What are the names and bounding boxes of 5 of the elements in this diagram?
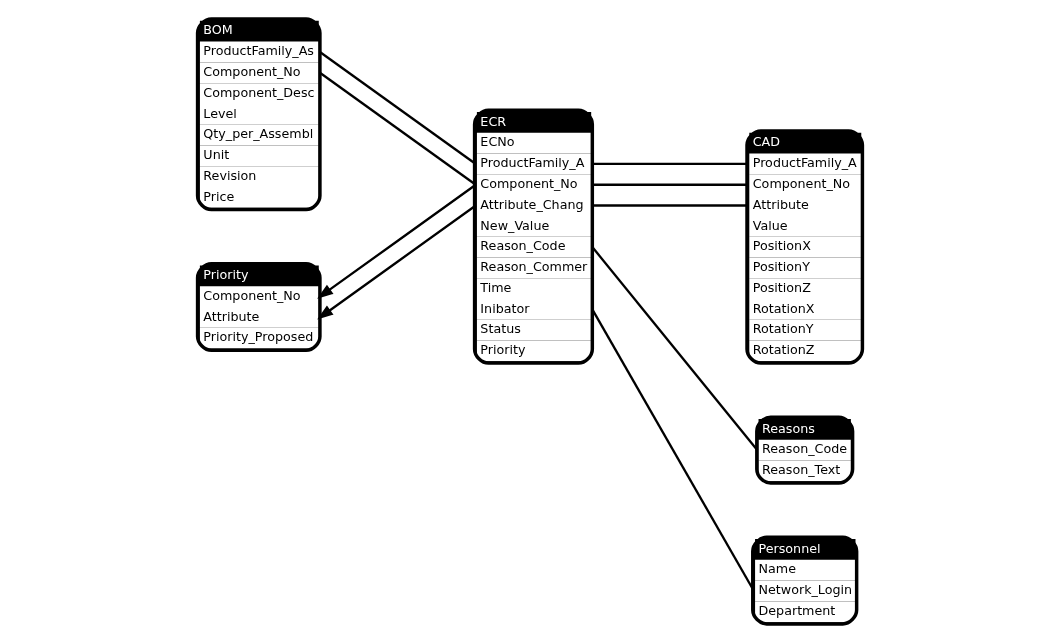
connector [592, 204, 749, 207]
connector [591, 308, 755, 592]
connector [592, 162, 749, 166]
connector [591, 246, 759, 451]
connector [592, 183, 749, 186]
